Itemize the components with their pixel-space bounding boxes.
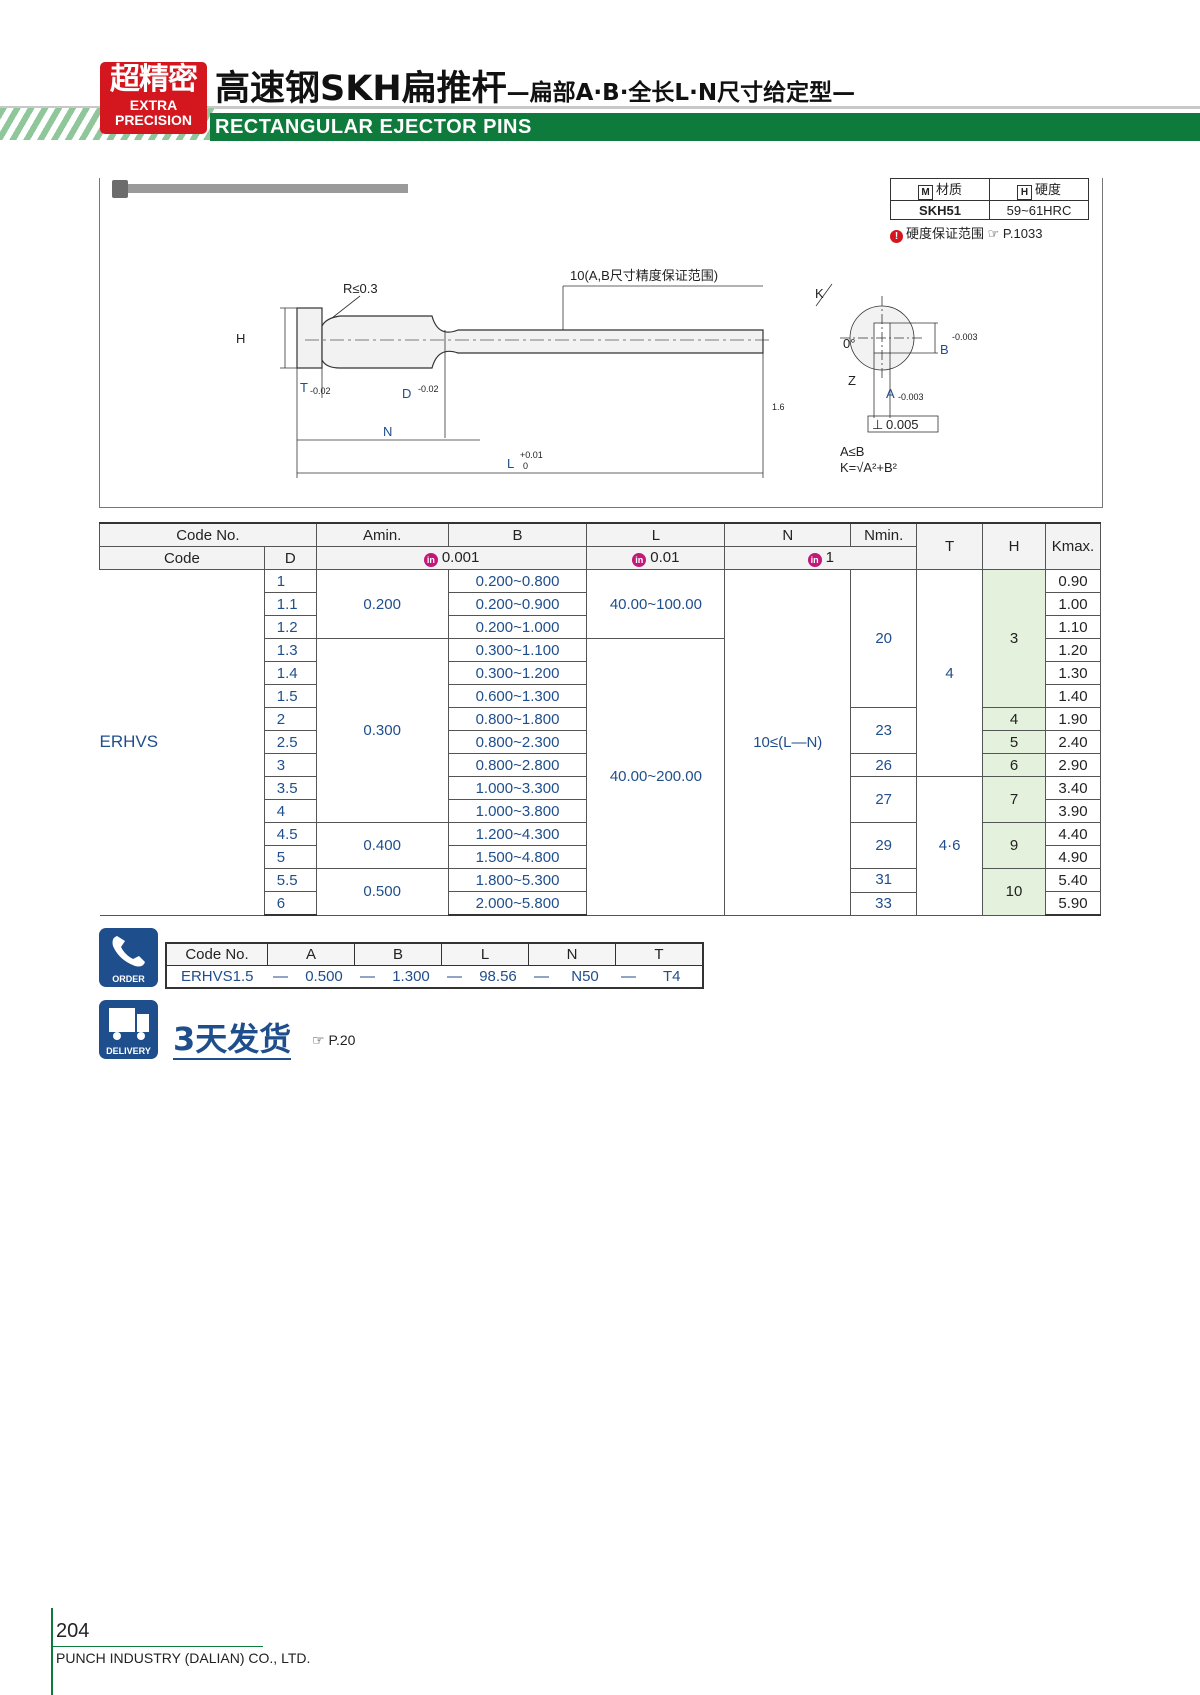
z-datum-label: Z xyxy=(848,373,856,388)
dimension-lines xyxy=(280,283,939,478)
pin-head xyxy=(296,307,323,369)
extra-precision-badge: 超精密 EXTRA PRECISION xyxy=(100,62,207,134)
company-name: PUNCH INDUSTRY (DALIAN) CO., LTD. xyxy=(56,1650,311,1666)
angle-label: 0° xyxy=(843,336,855,351)
col-b: B xyxy=(447,522,588,547)
delivery-days: 3天发货 xyxy=(173,1020,292,1060)
hardness-value: 59~61HRC xyxy=(989,200,1089,220)
col-amin: Amin. xyxy=(315,522,449,547)
perpendicularity-value: 0.005 xyxy=(886,417,919,432)
radius-label: R≤0.3 xyxy=(343,281,378,296)
svg-text:0: 0 xyxy=(523,461,528,471)
increment-icon: in xyxy=(632,553,647,567)
formula-note-1: A≤B xyxy=(840,444,864,459)
col-kmax: Kmax. xyxy=(1044,522,1102,570)
english-title: RECTANGULAR EJECTOR PINS xyxy=(215,116,532,138)
delivery-truck-icon: DELIVERY xyxy=(99,1000,158,1059)
header-rule xyxy=(0,106,1200,109)
col-code: Code xyxy=(99,546,265,570)
roughness-label: 1.6 xyxy=(772,402,785,412)
code-cell: ERHVS xyxy=(99,569,265,916)
table-row: 1.3 0.300 0.300~1.100 40.00~200.00 1.20 xyxy=(100,638,1102,916)
svg-text:-0.003: -0.003 xyxy=(952,332,978,342)
delivery-page-ref[interactable]: ☞ P.20 xyxy=(312,1032,356,1048)
svg-text:-0.02: -0.02 xyxy=(418,384,439,394)
page-subtitle: —扁部A·B·全长L·N尺寸给定型— xyxy=(506,80,856,106)
col-nmin: Nmin. xyxy=(850,522,918,547)
page-header: 超精密 EXTRA PRECISION 高速钢SKH扁推杆—扁部A·B·全长L·… xyxy=(0,0,1200,145)
pin-photo-head xyxy=(112,180,128,198)
pin-photo-shaft xyxy=(128,184,408,193)
svg-text:-0.02: -0.02 xyxy=(310,386,331,396)
table-row: ERHVS 1 0.200 0.200~0.800 40.00~100.00 1… xyxy=(99,569,1102,916)
page-title: 高速钢SKH扁推杆—扁部A·B·全长L·N尺寸给定型— xyxy=(215,69,856,109)
svg-text:-0.003: -0.003 xyxy=(898,392,924,402)
col-t: T xyxy=(916,522,984,570)
pin-body xyxy=(321,315,764,369)
t-label: T xyxy=(300,380,308,395)
n-formula-cell: 10≤(L—N) xyxy=(724,569,852,916)
k-label: K xyxy=(815,286,824,301)
increment-icon: in xyxy=(807,553,822,567)
footer-horizontal-rule xyxy=(51,1646,263,1647)
order-phone-icon: ORDER xyxy=(99,928,158,987)
d-label: D xyxy=(402,386,411,401)
h-label: H xyxy=(236,331,245,346)
n-label: N xyxy=(383,424,392,439)
dim-10-label: 10(A,B尺寸精度保证范围) xyxy=(570,268,718,283)
h-icon: H xyxy=(1016,185,1032,200)
hardness-note: !硬度保证范围 ☞ P.1033 xyxy=(890,223,1042,243)
hardness-page-ref[interactable]: P.1033 xyxy=(1002,226,1043,241)
formula-note-2: K=√A²+B² xyxy=(840,460,898,475)
material-value: SKH51 xyxy=(890,200,990,220)
b-label: B xyxy=(940,342,949,357)
table-row: 4.5 0.400 1.200~4.300 29 9 4.40 xyxy=(100,822,1102,869)
order-example-table: Code No. A B L N T ERHVS1.5 —0.500 —1.30… xyxy=(165,942,704,989)
side-view xyxy=(296,307,764,369)
increment-icon: in xyxy=(423,553,438,567)
col-code-no: Code No. xyxy=(99,522,317,547)
page-number: 204 xyxy=(56,1620,90,1642)
drawing-labels: 10(A,B尺寸精度保证范围) R≤0.3 H T -0.02 D -0.02 … xyxy=(236,268,978,475)
perpendicularity-symbol: ⊥ xyxy=(872,417,883,432)
footer-vertical-rule xyxy=(51,1608,53,1695)
col-n: N xyxy=(724,522,852,547)
a-label: A xyxy=(886,386,895,401)
spec-table: Code No. Amin. B L N Nmin. T H Kmax. Cod… xyxy=(99,522,1102,916)
l-label: L xyxy=(507,456,514,471)
col-h: H xyxy=(982,522,1046,570)
nmin-last-cell: 33 xyxy=(851,892,916,914)
col-l: L xyxy=(586,522,726,547)
m-icon: M xyxy=(917,185,933,200)
warning-icon: ! xyxy=(890,230,903,243)
drawing-frame: 10(A,B尺寸精度保证范围) R≤0.3 H T -0.02 D -0.02 … xyxy=(99,178,1103,508)
technical-drawing: 10(A,B尺寸精度保证范围) R≤0.3 H T -0.02 D -0.02 … xyxy=(112,180,978,478)
col-d: D xyxy=(263,546,317,570)
header-band xyxy=(210,113,1200,141)
svg-text:+0.01: +0.01 xyxy=(520,450,543,460)
